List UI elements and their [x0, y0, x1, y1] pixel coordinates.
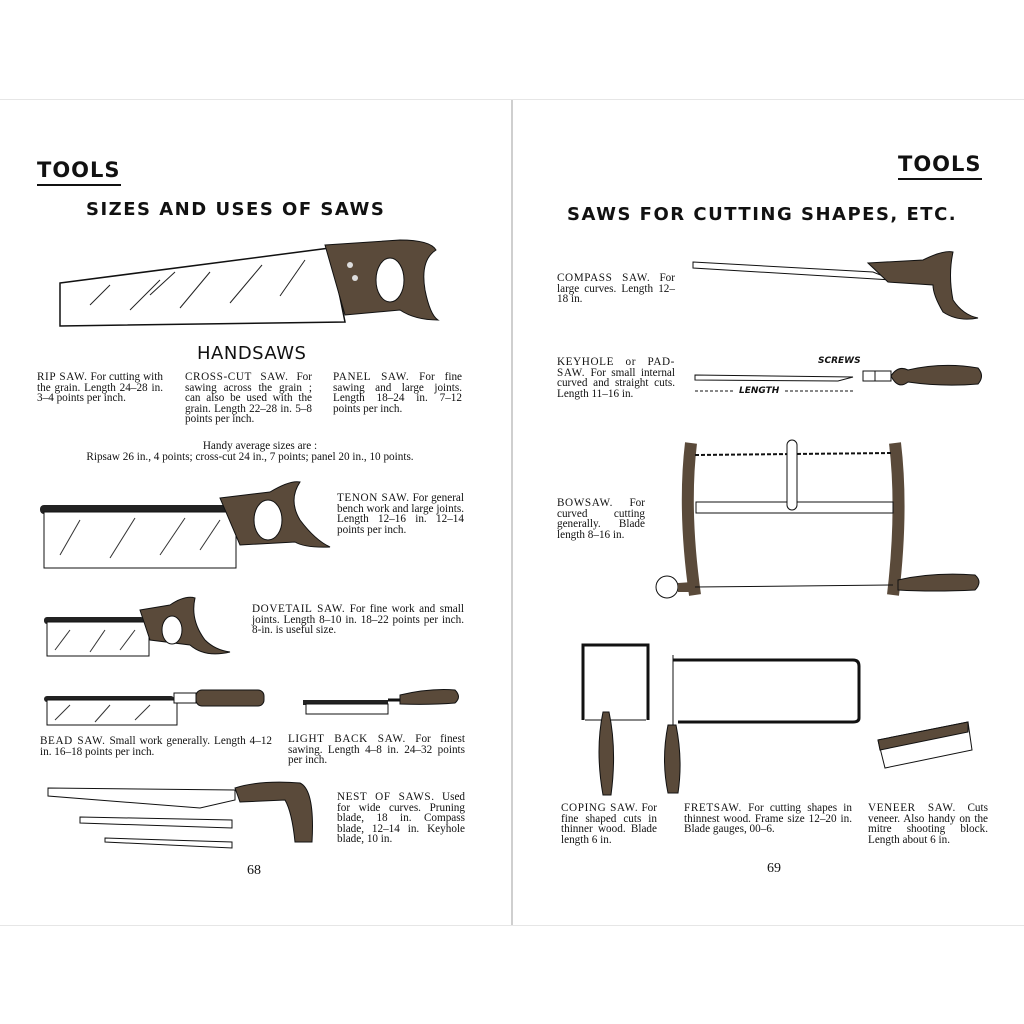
- fretsaw-illustration: [664, 655, 861, 794]
- length-label: LENGTH: [735, 386, 784, 396]
- nest-of-saws-illustration: [47, 781, 313, 849]
- handsaw-illustration: [59, 239, 440, 327]
- veneer-saw-entry: VENEER SAW. Cuts veneer. Also handy on t…: [868, 802, 988, 846]
- rip-saw-entry: RIP SAW. For cutting with the grain. Len…: [37, 371, 163, 405]
- page-top-edge: [0, 99, 1024, 100]
- coping-saw-entry: COPING SAW. For fine shaped cuts in thin…: [561, 802, 657, 846]
- bead-saw-entry: BEAD SAW. Small work generally. Length 4…: [40, 735, 273, 758]
- nest-of-saws-entry: NEST OF SAWS. Used for wide curves. Prun…: [337, 791, 466, 846]
- screws-label: SCREWS: [818, 356, 861, 366]
- fretsaw-entry: FRETSAW. For cutting shapes in thinnest …: [684, 802, 852, 836]
- handy-sizes: Ripsaw 26 in., 4 points; cross-cut 24 in…: [86, 451, 414, 463]
- book-gutter: [511, 100, 513, 925]
- dovetail-saw-illustration: [44, 596, 231, 657]
- section-heading: HANDSAWS: [197, 343, 307, 364]
- page-number: 68: [247, 863, 261, 878]
- bead-saw-illustration: [44, 689, 265, 726]
- handy-sizes-intro: Handy average sizes are :: [202, 440, 318, 452]
- dovetail-saw-entry: DOVETAIL SAW. For fine work and small jo…: [252, 603, 464, 637]
- compass-saw-illustration: [692, 251, 979, 320]
- saw-illustrations: [581, 251, 982, 796]
- running-head: TOOLS: [37, 158, 121, 186]
- compass-saw-entry: COMPASS SAW. For large curves. Length 12…: [557, 272, 675, 306]
- panel-saw-entry: PANEL SAW. For fine sawing and large joi…: [333, 371, 462, 415]
- page-bottom-edge: [0, 925, 1024, 926]
- light-back-saw-entry: LIGHT BACK SAW. For finest sawing. Lengt…: [288, 733, 465, 767]
- left-page: TOOLS SIZES AND USES OF SAWS HANDSAWS RI…: [0, 100, 511, 925]
- running-head: TOOLS: [898, 152, 982, 180]
- right-page: TOOLS SAWS FOR CUTTING SHAPES, ETC.: [513, 100, 1024, 925]
- page-number: 69: [767, 861, 781, 876]
- light-back-saw-illustration: [303, 689, 459, 715]
- keyhole-saw-entry: KEYHOLE or PAD-SAW. For small internal c…: [557, 356, 676, 400]
- keyhole-saw-illustration: [694, 364, 982, 392]
- cross-cut-saw-entry: CROSS-CUT SAW. For sawing across the gra…: [185, 371, 312, 426]
- coping-saw-illustration: [581, 643, 650, 796]
- bowsaw-entry: BOWSAW. For curved cutting generally. Bl…: [557, 497, 645, 541]
- bowsaw-illustration: [655, 439, 980, 599]
- tenon-saw-entry: TENON SAW. For general bench work and la…: [337, 492, 465, 536]
- saw-illustrations: [40, 481, 459, 849]
- veneer-saw-illustration: [877, 721, 973, 769]
- tenon-saw-illustration: [40, 481, 331, 569]
- page-title: SIZES AND USES OF SAWS: [86, 199, 386, 220]
- page-title: SAWS FOR CUTTING SHAPES, ETC.: [567, 204, 958, 225]
